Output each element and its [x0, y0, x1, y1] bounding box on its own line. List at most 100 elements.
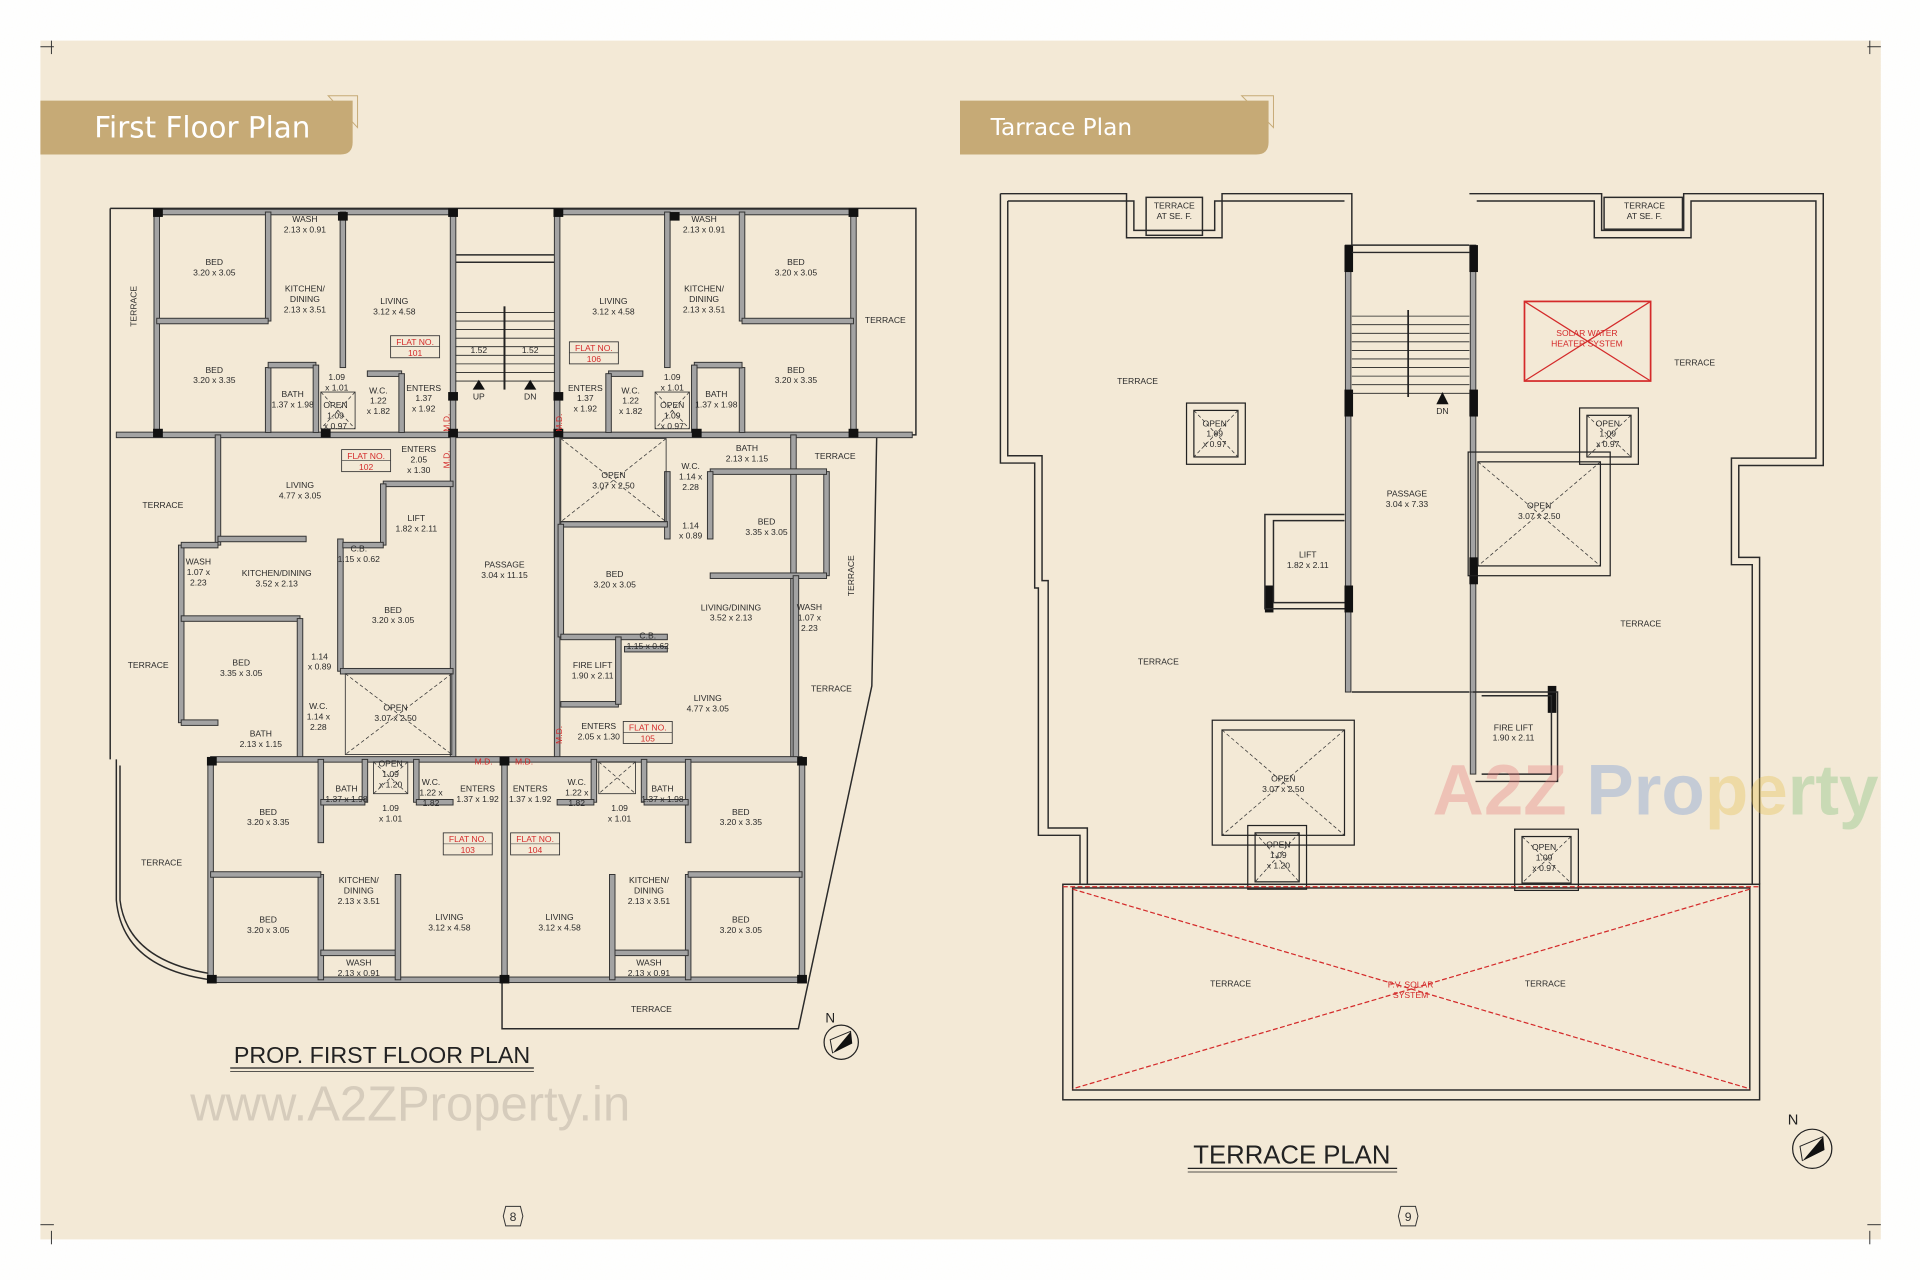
room-label-line: 1.07 x: [798, 612, 822, 622]
room-label-line: 1.09: [664, 372, 681, 382]
wall: [664, 471, 671, 540]
room-label-line: BED: [732, 807, 750, 817]
room-label-line: OPEN: [1271, 774, 1295, 784]
open-duct: [1586, 414, 1632, 458]
wall: [609, 874, 616, 981]
wall: [709, 468, 828, 475]
room-label: W.C.1.22x 1.82: [619, 385, 643, 416]
north-label: N: [825, 1011, 835, 1026]
wall: [207, 758, 214, 981]
room-label-line: TERRACE: [1620, 619, 1661, 629]
terrace-plan-title: TERRACE PLAN: [1193, 1141, 1390, 1169]
column: [1264, 585, 1274, 613]
room-label-line: x 1.92: [412, 404, 436, 414]
room-label-line: 3.12 x 4.58: [592, 307, 635, 317]
flat-label: FLAT NO.: [396, 337, 434, 347]
north-compass-icon-terrace: N: [1788, 1112, 1833, 1169]
wall: [611, 949, 689, 957]
room-label-line: 2.13 x 0.91: [683, 225, 726, 235]
flat-number-tag: FLAT NO.102: [341, 449, 392, 473]
room-label-line: 2.05: [410, 454, 427, 464]
room-label-line: 3.52 x 2.13: [710, 613, 753, 623]
column: [553, 208, 564, 217]
flat-number-tag: FLAT NO.105: [622, 721, 673, 744]
room-label-line: x 0.97: [324, 421, 348, 431]
url-watermark: www.A2ZProperty.in: [189, 1078, 630, 1132]
room-label-line: BED: [232, 657, 250, 667]
room-label-line: WASH: [346, 957, 371, 967]
room-label: W.C.1.14 x2.28: [307, 701, 331, 732]
room-label-line: 3.20 x 3.05: [775, 267, 818, 277]
room-label-line: 1.09: [382, 803, 399, 813]
room-label-line: TERRACE: [815, 451, 856, 461]
left-terrace-boundary: [109, 208, 211, 981]
wall: [605, 373, 612, 433]
room-label: 1.14x 0.89: [308, 651, 332, 671]
room-label-line: 2.13 x 3.51: [284, 304, 327, 314]
flat-label: FLAT NO.: [575, 343, 613, 353]
open-duct: [1477, 461, 1602, 567]
wall: [560, 633, 668, 641]
room-label-line: 1.15 x 0.62: [627, 641, 670, 651]
room-label-line: BED: [259, 915, 277, 925]
room-label-line: 1.09: [1270, 850, 1287, 860]
wall: [267, 361, 317, 369]
room-label-line: C.B.: [639, 630, 656, 640]
wall: [339, 211, 347, 369]
room-label-line: OPEN: [1527, 501, 1551, 511]
open-duct: [654, 391, 690, 430]
room-label-line: 1.82 x 2.11: [395, 523, 437, 533]
room-label-line: 2.28: [682, 482, 699, 492]
first-floor-plan-drawing: [109, 207, 917, 1030]
page-number-badge-8: 8: [502, 1205, 524, 1227]
room-label-line: LIVING/DINING: [701, 602, 762, 612]
open-duct: [320, 391, 356, 430]
room-label-line: 3.35 x 3.05: [220, 668, 263, 678]
room-label-line: 1.14: [311, 651, 328, 661]
main-door-label: M.D.: [554, 726, 564, 744]
main-door-label: M.D.: [515, 756, 533, 766]
room-label-line: FIRE LIFT: [1494, 722, 1534, 732]
room-label-line: PASSAGE: [1387, 488, 1428, 498]
main-door-label: M.D.: [475, 756, 493, 766]
wall: [177, 544, 185, 724]
paper-texture: [40, 40, 1881, 1240]
room-label-line: W.C.: [422, 777, 441, 787]
wall: [264, 211, 272, 322]
wall: [180, 719, 219, 726]
room-label-line: AT SE. F.: [1627, 211, 1662, 221]
wall: [738, 211, 746, 322]
room-label: TERRACE: [846, 555, 856, 596]
wall: [560, 521, 668, 528]
room-label-line: OPEN: [1596, 418, 1620, 428]
room-label-line: TERRACE: [129, 286, 139, 327]
room-label-line: OPEN: [601, 470, 625, 480]
room-label-line: 2.13 x 0.91: [338, 968, 381, 978]
room-label-line: PASSAGE: [484, 559, 525, 569]
room-label-line: 1.09: [1536, 852, 1553, 862]
room-label-line: 1.09: [611, 803, 628, 813]
stair-width-label: 1.52: [470, 345, 487, 355]
north-compass-icon: N: [823, 1011, 859, 1060]
wall: [339, 667, 454, 675]
room-label-line: LIFT: [1299, 550, 1317, 560]
wall: [643, 799, 689, 806]
room-label-line: 1.82: [568, 798, 585, 808]
wall: [687, 871, 803, 878]
